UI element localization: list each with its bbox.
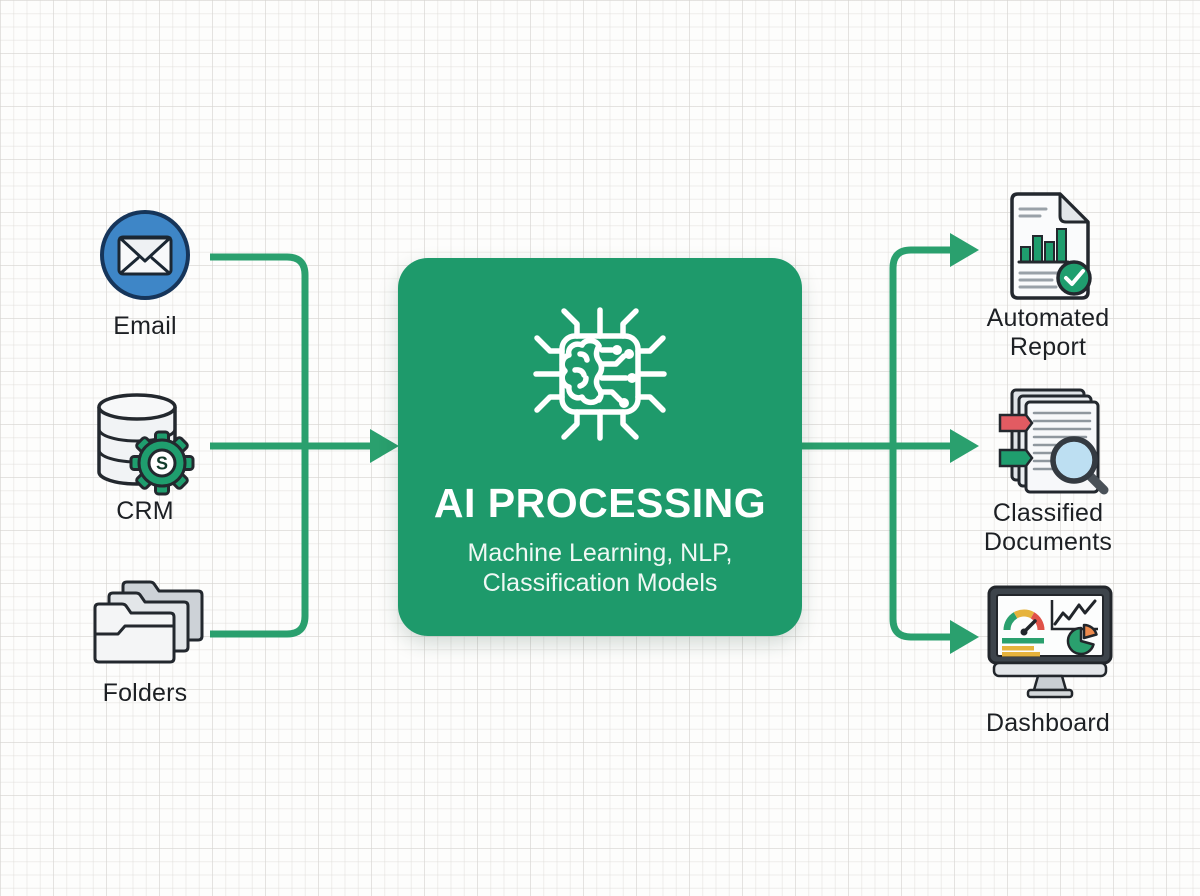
crm-database-gear-icon: S xyxy=(97,393,195,496)
dashboard-monitor-icon xyxy=(987,585,1113,699)
gear-badge-letter: S xyxy=(156,454,168,474)
arrowhead-into-ai xyxy=(370,429,399,463)
connector-email-to-ai xyxy=(210,253,309,446)
input-label-crm: CRM xyxy=(116,497,174,525)
red-tab-icon xyxy=(998,413,1034,433)
connector-ai-to-dashboard xyxy=(889,446,950,641)
arrowhead-dashboard xyxy=(950,620,979,654)
processor-title: AI PROCESSING xyxy=(433,480,767,526)
ai-processing-box: AI PROCESSING Machine Learning, NLP, Cla… xyxy=(398,258,802,636)
input-label-email: Email xyxy=(113,312,177,340)
connector-folders-to-ai xyxy=(210,446,309,638)
ai-chip-brain-icon xyxy=(533,307,667,441)
report-document-icon xyxy=(1010,192,1092,300)
checkmark-icon xyxy=(1064,269,1085,286)
magnifier-icon xyxy=(1050,436,1109,495)
output-label-dashboard: Dashboard xyxy=(985,709,1111,737)
arrowhead-classified xyxy=(950,429,979,463)
email-envelope-icon xyxy=(100,210,190,300)
folders-stack-icon xyxy=(93,580,204,664)
green-tab-icon xyxy=(998,448,1034,468)
pie-chart-icon xyxy=(1066,623,1098,656)
bars-icon xyxy=(1002,638,1044,657)
input-label-folders: Folders xyxy=(102,679,188,707)
arrowhead-report xyxy=(950,233,979,267)
connector-ai-to-report xyxy=(889,246,950,446)
output-label-automated-report: Automated Report xyxy=(986,304,1110,361)
processor-subtitle: Machine Learning, NLP, Classification Mo… xyxy=(467,539,733,597)
classified-documents-icon xyxy=(998,388,1109,495)
line-chart-icon xyxy=(1050,599,1098,631)
gauge-icon xyxy=(1003,609,1045,631)
output-label-classified-documents: Classified Documents xyxy=(983,499,1113,556)
gear-icon: S xyxy=(129,430,195,496)
